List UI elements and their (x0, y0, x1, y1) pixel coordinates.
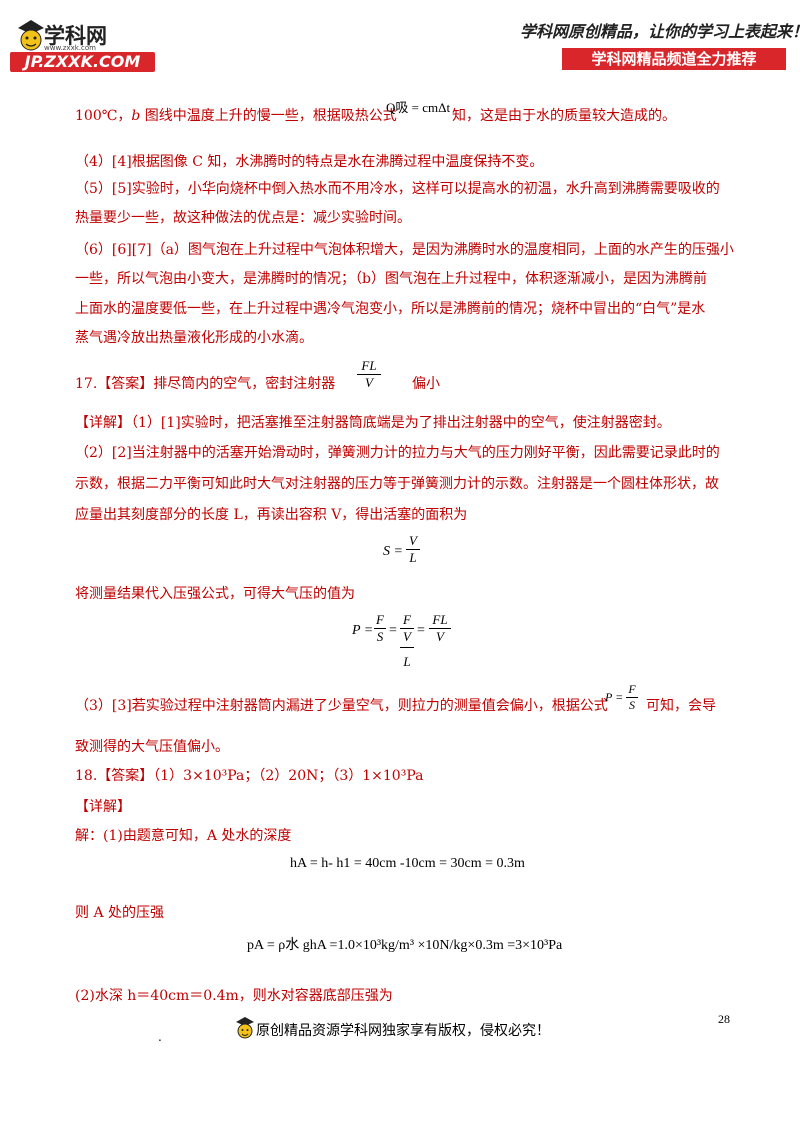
paragraph-line: 100℃，b 图线中温度上升的慢一些，根据吸热公式 (75, 108, 397, 124)
paragraph-line: 蒸气遇冷放出热量液化形成的小水滴。 (75, 330, 313, 346)
paragraph-line: 解：(1)由题意可知，A 处水的深度 (75, 828, 292, 844)
logo-brand: 学科网 (44, 24, 107, 48)
equals-sign: = (389, 623, 397, 638)
paragraph-line: (2)水深 h＝40cm＝0.4m，则水对容器底部压强为 (75, 988, 393, 1004)
equation-S-lhs: S = (383, 544, 403, 559)
paragraph-line: （3）[3]若实验过程中注射器筒内漏进了少量空气，则拉力的测量值会偏小，根据公式 (75, 698, 608, 714)
paragraph-line: 可知，会导 (646, 698, 716, 714)
header-slogan: 学科网原创精品，让你的学习上表起来！ (520, 22, 800, 41)
inline-P-lhs: P = (605, 690, 624, 704)
mascot-icon (236, 1017, 254, 1039)
answer-17: 17.【答案】排尽筒内的空气，密封注射器 (75, 376, 336, 392)
paragraph-line: （2）[2]当注射器中的活塞开始滑动时，弹簧测力计的拉力与大气的压力刚好平衡，因… (75, 445, 720, 461)
fraction-F-S: F S (374, 612, 386, 645)
paragraph-line: 将测量结果代入压强公式，可得大气压的值为 (75, 586, 355, 602)
paragraph-line: 应量出其刻度部分的长度 L，再读出容积 V，得出活塞的面积为 (75, 507, 468, 523)
paragraph-line: （6）[6][7]（a）图气泡在上升过程中气泡体积增大，是因为沸腾时水的温度相同… (75, 242, 734, 258)
paragraph-line: 一些，所以气泡由小变大，是沸腾时的情况；（b）图气泡在上升过程中，体积逐渐减小，… (75, 271, 707, 287)
paragraph-line: 示数，根据二力平衡可知此时大气对注射器的压力等于弹簧测力计的示数。注射器是一个圆… (75, 476, 719, 492)
paragraph-line: 热量要少一些，故这种做法的优点是：减少实验时间。 (75, 210, 411, 226)
fraction-FL-V: FL V (429, 612, 451, 645)
footer-dot: . (158, 1030, 162, 1044)
paragraph-line: 则 A 处的压强 (75, 905, 165, 921)
answer-18: 18.【答案】（1）3×10³Pa；（2）20N；（3）1×10³Pa (75, 768, 424, 784)
mascot-icon (18, 20, 44, 51)
logo (6, 12, 156, 74)
fraction-V-L: V L (406, 533, 420, 566)
inline-fraction-F-S: F S (626, 682, 638, 713)
paragraph-line: 上面水的温度要低一些，在上升过程中遇冷气泡变小，所以是沸腾前的情况；烧杯中冒出的… (75, 301, 706, 317)
detail-heading: 【详解】 (75, 799, 131, 815)
equation-pressure: pA = ρ水 ghA =1.0×10³kg/m³ ×10N/kg×0.3m =… (247, 938, 563, 953)
equation-depth: hA = h- h1 = 40cm -10cm = 30cm = 0.3m (290, 856, 525, 871)
logo-url: JP.ZXXK.COM (10, 52, 155, 72)
header-banner: 学科网精品频道全力推荐 (562, 48, 786, 70)
fraction-F-V-over-L: F V L (400, 612, 414, 670)
paragraph-line: 【详解】（1）[1]实验时，把活塞推至注射器筒底端是为了排出注射器中的空气，使注… (75, 415, 671, 431)
heat-formula: Q吸 = cmΔt (386, 100, 451, 115)
paragraph-line: 知，这是由于水的质量较大造成的。 (452, 108, 676, 124)
answer-17-part2: 偏小 (412, 376, 440, 392)
paragraph-line: （5）[5]实验时，小华向烧杯中倒入热水而不用冷水，这样可以提高水的初温，水升高… (75, 181, 720, 197)
equals-sign: = (417, 623, 425, 638)
fraction-FL-V: FL V (357, 358, 381, 391)
paragraph-line: 致测得的大气压值偏小。 (75, 739, 229, 755)
page-number: 28 (718, 1012, 730, 1026)
paragraph-line: （4）[4]根据图像 C 知，水沸腾时的特点是水在沸腾过程中温度保持不变。 (75, 154, 544, 170)
logo-url-small: www.zxxk.com (44, 44, 96, 52)
equation-P-lhs: P = (352, 623, 374, 638)
footer-copyright: 原创精品资源学科网独家享有版权，侵权必究！ (256, 1023, 550, 1039)
